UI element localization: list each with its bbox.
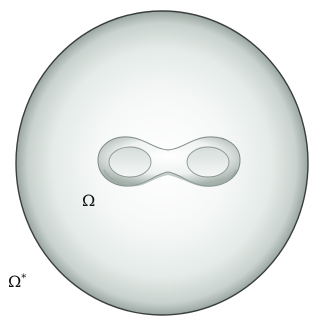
inner-body-right-hole [186,146,230,178]
outer-domain-label-superscript: * [21,273,27,284]
inner-domain-surface [97,136,241,187]
inner-domain-label: Ω [82,191,96,210]
outer-domain-label-base: Ω [8,272,22,291]
inner-body-shadow [103,169,237,187]
outer-domain-label: Ω* [8,274,26,290]
inner-body-left-hole [108,146,152,178]
